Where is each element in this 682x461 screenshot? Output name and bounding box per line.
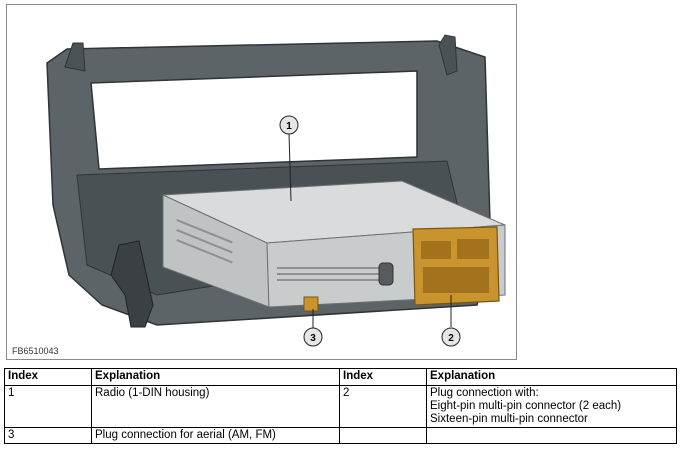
display-opening <box>90 70 418 170</box>
vent-pattern <box>176 219 387 281</box>
callout-3 <box>303 327 323 347</box>
table-row: 1 Radio (1-DIN housing) 2 Plug connectio… <box>4 385 677 428</box>
cell-index: 3 <box>4 427 92 444</box>
table-row: 3 Plug connection for aerial (AM, FM) <box>4 427 677 444</box>
table-header-row: Index Explanation Index Explanation <box>4 368 677 386</box>
explanation-line: Sixteen-pin multi-pin connector <box>430 413 588 425</box>
parts-table: Index Explanation Index Explanation 1 Ra… <box>4 368 677 444</box>
mount-tab-right <box>438 34 458 76</box>
explanation-line: Eight-pin multi-pin connector (2 each) <box>430 400 622 412</box>
cell-index: 2 <box>339 385 427 428</box>
cell-explanation: Plug connection with: Eight-pin multi-pi… <box>426 385 677 428</box>
aerial-plug <box>303 296 319 312</box>
callout-label-2: 2 <box>448 333 454 344</box>
cell-index <box>339 427 427 444</box>
callout-label-3: 3 <box>310 333 316 344</box>
radio-assembly-illustration: 1 2 3 <box>46 34 506 347</box>
cell-index: 1 <box>4 385 92 428</box>
leader-line-1 <box>288 132 292 202</box>
explanation-line: Plug connection with: <box>430 387 539 399</box>
mount-tab-left <box>64 42 86 72</box>
connector-pins <box>421 239 489 293</box>
side-bracket <box>110 240 154 328</box>
header-index-b: Index <box>339 368 427 386</box>
header-explanation-a: Explanation <box>91 368 340 386</box>
aerial-stud <box>378 262 394 286</box>
callout-2 <box>441 327 461 347</box>
callout-label-1: 1 <box>286 121 292 132</box>
header-explanation-b: Explanation <box>426 368 677 386</box>
multi-pin-connector <box>412 226 500 306</box>
cell-explanation: Radio (1-DIN housing) <box>91 385 340 428</box>
cell-explanation <box>426 427 677 444</box>
figure-id: FB6510043 <box>12 346 59 356</box>
header-index-a: Index <box>4 368 92 386</box>
cell-explanation: Plug connection for aerial (AM, FM) <box>91 427 340 444</box>
callout-1 <box>279 115 299 135</box>
exploded-view-figure: 1 2 3 FB6510043 <box>6 4 517 360</box>
